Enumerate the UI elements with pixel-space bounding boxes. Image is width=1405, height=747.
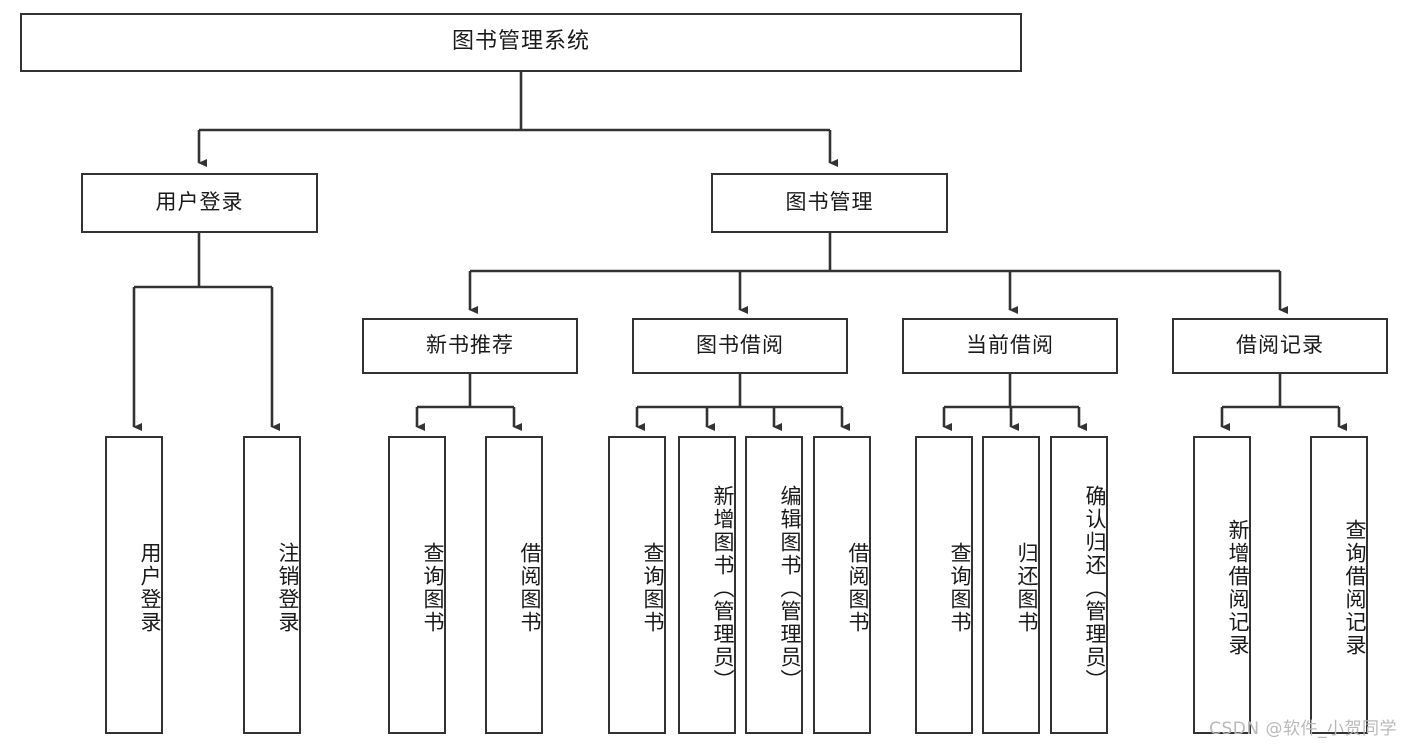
node-book-borrow-label: 图书借阅 bbox=[696, 333, 784, 358]
leaf-user-logout-label: 注销登录 bbox=[276, 542, 300, 634]
watermark: CSDN @软件_小贺同学 bbox=[1209, 719, 1397, 739]
leaf-confirm-return[interactable]: 确认归还（管理员） bbox=[1050, 436, 1108, 734]
node-borrow-record[interactable]: 借阅记录 bbox=[1172, 318, 1388, 374]
node-book-management[interactable]: 图书管理 bbox=[711, 173, 948, 233]
leaf-query-book-2-label: 查询图书 bbox=[641, 542, 665, 634]
node-user-login[interactable]: 用户登录 bbox=[81, 173, 318, 233]
leaf-query-book-1-label: 查询图书 bbox=[421, 542, 445, 634]
leaf-user-logout[interactable]: 注销登录 bbox=[243, 436, 301, 734]
leaf-return-book[interactable]: 归还图书 bbox=[982, 436, 1040, 734]
node-root[interactable]: 图书管理系统 bbox=[20, 13, 1022, 72]
leaf-borrow-book-1-label: 借阅图书 bbox=[518, 542, 542, 634]
leaf-query-record-label: 查询借阅记录 bbox=[1343, 519, 1367, 657]
node-new-book-recommend[interactable]: 新书推荐 bbox=[362, 318, 578, 374]
leaf-user-login-label: 用户登录 bbox=[138, 542, 162, 634]
leaf-add-record[interactable]: 新增借阅记录 bbox=[1193, 436, 1251, 734]
leaf-query-book-1[interactable]: 查询图书 bbox=[388, 436, 446, 734]
leaf-add-record-label: 新增借阅记录 bbox=[1226, 519, 1250, 657]
node-root-label: 图书管理系统 bbox=[451, 29, 590, 55]
node-current-borrow-label: 当前借阅 bbox=[966, 333, 1054, 358]
leaf-confirm-return-label: 确认归还（管理员） bbox=[1083, 484, 1107, 692]
leaf-add-book-label: 新增图书（管理员） bbox=[711, 484, 735, 692]
node-book-management-label: 图书管理 bbox=[785, 190, 874, 215]
leaf-borrow-book-2-label: 借阅图书 bbox=[846, 542, 870, 634]
node-current-borrow[interactable]: 当前借阅 bbox=[902, 318, 1118, 374]
leaf-query-book-3[interactable]: 查询图书 bbox=[915, 436, 973, 734]
leaf-query-book-3-label: 查询图书 bbox=[948, 542, 972, 634]
leaf-edit-book-label: 编辑图书（管理员） bbox=[778, 484, 802, 692]
leaf-borrow-book-1[interactable]: 借阅图书 bbox=[485, 436, 543, 734]
node-book-borrow[interactable]: 图书借阅 bbox=[632, 318, 848, 374]
node-borrow-record-label: 借阅记录 bbox=[1236, 333, 1324, 358]
leaf-query-record[interactable]: 查询借阅记录 bbox=[1310, 436, 1368, 734]
leaf-user-login[interactable]: 用户登录 bbox=[105, 436, 163, 734]
node-new-book-recommend-label: 新书推荐 bbox=[426, 333, 514, 358]
node-user-login-label: 用户登录 bbox=[155, 190, 244, 215]
leaf-borrow-book-2[interactable]: 借阅图书 bbox=[813, 436, 871, 734]
leaf-edit-book[interactable]: 编辑图书（管理员） bbox=[745, 436, 803, 734]
leaf-add-book[interactable]: 新增图书（管理员） bbox=[678, 436, 736, 734]
leaf-return-book-label: 归还图书 bbox=[1015, 542, 1039, 634]
leaf-query-book-2[interactable]: 查询图书 bbox=[608, 436, 666, 734]
